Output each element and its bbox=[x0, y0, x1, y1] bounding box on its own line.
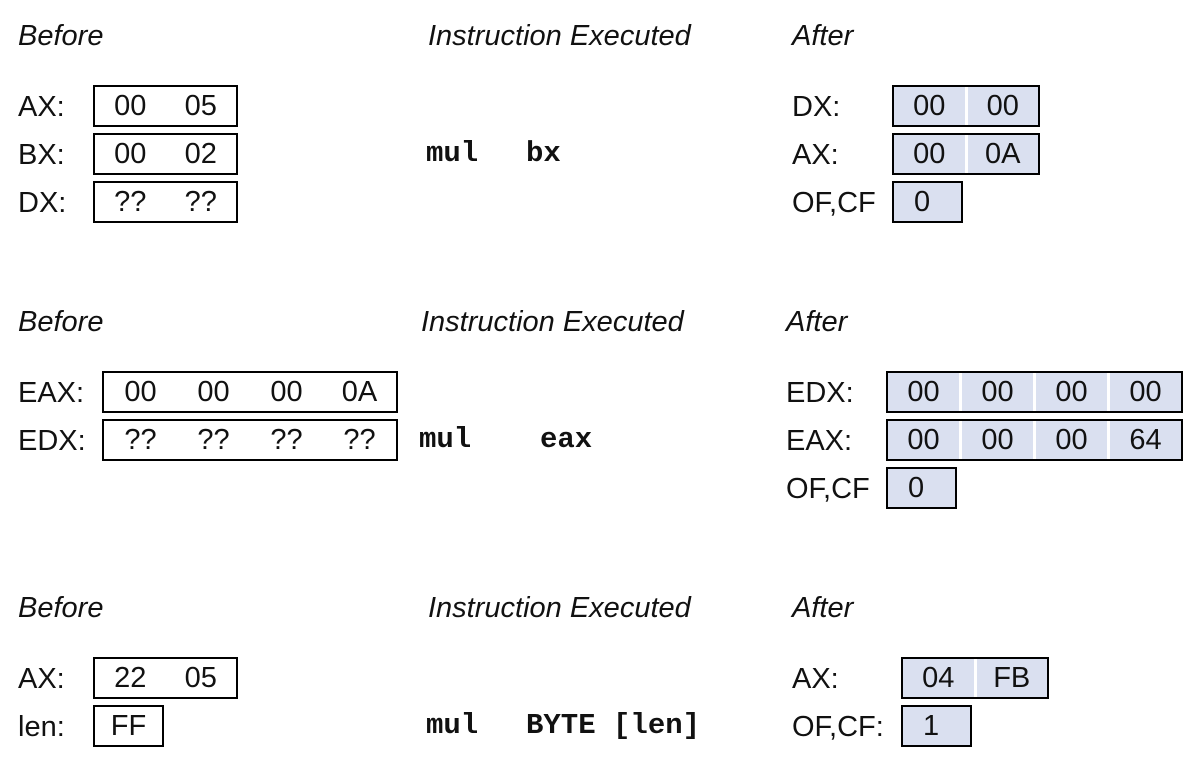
after-flags-register: 1 bbox=[901, 705, 972, 747]
after-edx-label: EDX: bbox=[786, 377, 854, 409]
byte-cell: ?? bbox=[124, 424, 157, 456]
flag-cell: 0 bbox=[914, 186, 931, 218]
before-eax-register: 00 00 00 0A bbox=[102, 371, 398, 413]
byte-cell: 00 bbox=[907, 424, 940, 456]
instruction-mnemonic: mul bbox=[426, 137, 479, 170]
byte-cell: 00 bbox=[964, 87, 1039, 125]
instruction-operand: bx bbox=[526, 137, 561, 170]
after-flags-label: OF,CF bbox=[786, 473, 870, 505]
after-header: After bbox=[792, 592, 854, 624]
byte-cell: 05 bbox=[184, 662, 217, 694]
instruction-mnemonic: mul bbox=[419, 423, 472, 456]
instruction-operand: BYTE [len] bbox=[526, 709, 701, 742]
byte-cell: 22 bbox=[114, 662, 147, 694]
byte-cell: FF bbox=[110, 710, 147, 742]
before-len-memory: FF bbox=[93, 705, 164, 747]
byte-cell: 00 bbox=[959, 373, 1033, 411]
byte-cell: ?? bbox=[343, 424, 376, 456]
before-dx-label: DX: bbox=[18, 187, 67, 219]
instruction-mnemonic: mul bbox=[426, 709, 479, 742]
instruction-header: Instruction Executed bbox=[428, 592, 691, 624]
before-header: Before bbox=[18, 592, 104, 624]
before-ax-register: 00 05 bbox=[93, 85, 238, 127]
after-ax-label: AX: bbox=[792, 139, 839, 171]
instruction-operand: eax bbox=[540, 423, 593, 456]
flag-cell: 1 bbox=[923, 710, 940, 742]
byte-cell: 02 bbox=[184, 138, 217, 170]
byte-cell: ?? bbox=[184, 186, 217, 218]
byte-cell: 00 bbox=[913, 138, 946, 170]
flag-cell: 0 bbox=[908, 472, 925, 504]
instruction-header: Instruction Executed bbox=[421, 306, 684, 338]
after-dx-label: DX: bbox=[792, 91, 841, 123]
byte-cell: 00 bbox=[1033, 373, 1107, 411]
before-dx-register: ?? ?? bbox=[93, 181, 238, 223]
byte-cell: ?? bbox=[270, 424, 303, 456]
before-eax-label: EAX: bbox=[18, 377, 85, 409]
after-flags-register: 0 bbox=[886, 467, 957, 509]
before-ax-label: AX: bbox=[18, 663, 65, 695]
byte-cell: FB bbox=[973, 659, 1048, 697]
byte-cell: 00 bbox=[124, 376, 157, 408]
byte-cell: 04 bbox=[922, 662, 955, 694]
after-eax-register: 00 00 00 64 bbox=[886, 419, 1183, 461]
after-ax-label: AX: bbox=[792, 663, 839, 695]
before-ax-label: AX: bbox=[18, 91, 65, 123]
byte-cell: 00 bbox=[114, 90, 147, 122]
after-header: After bbox=[786, 306, 848, 338]
byte-cell: 00 bbox=[907, 376, 940, 408]
before-bx-register: 00 02 bbox=[93, 133, 238, 175]
byte-cell: 0A bbox=[964, 135, 1039, 173]
byte-cell: 00 bbox=[270, 376, 303, 408]
byte-cell: 0A bbox=[341, 376, 378, 408]
before-len-label: len: bbox=[18, 711, 65, 743]
after-flags-label: OF,CF bbox=[792, 187, 876, 219]
after-ax-register: 04 FB bbox=[901, 657, 1049, 699]
byte-cell: 00 bbox=[1107, 373, 1181, 411]
before-header: Before bbox=[18, 306, 104, 338]
byte-cell: 00 bbox=[959, 421, 1033, 459]
before-ax-register: 22 05 bbox=[93, 657, 238, 699]
byte-cell: ?? bbox=[197, 424, 230, 456]
byte-cell: 05 bbox=[184, 90, 217, 122]
byte-cell: 64 bbox=[1107, 421, 1181, 459]
instruction-header: Instruction Executed bbox=[428, 20, 691, 52]
after-edx-register: 00 00 00 00 bbox=[886, 371, 1183, 413]
before-bx-label: BX: bbox=[18, 139, 65, 171]
byte-cell: 00 bbox=[197, 376, 230, 408]
after-header: After bbox=[792, 20, 854, 52]
after-flags-register: 0 bbox=[892, 181, 963, 223]
byte-cell: 00 bbox=[913, 90, 946, 122]
after-flags-label: OF,CF: bbox=[792, 711, 884, 743]
byte-cell: ?? bbox=[114, 186, 147, 218]
after-ax-register: 00 0A bbox=[892, 133, 1040, 175]
after-eax-label: EAX: bbox=[786, 425, 853, 457]
before-edx-register: ?? ?? ?? ?? bbox=[102, 419, 398, 461]
before-edx-label: EDX: bbox=[18, 425, 86, 457]
byte-cell: 00 bbox=[114, 138, 147, 170]
before-header: Before bbox=[18, 20, 104, 52]
after-dx-register: 00 00 bbox=[892, 85, 1040, 127]
byte-cell: 00 bbox=[1033, 421, 1107, 459]
